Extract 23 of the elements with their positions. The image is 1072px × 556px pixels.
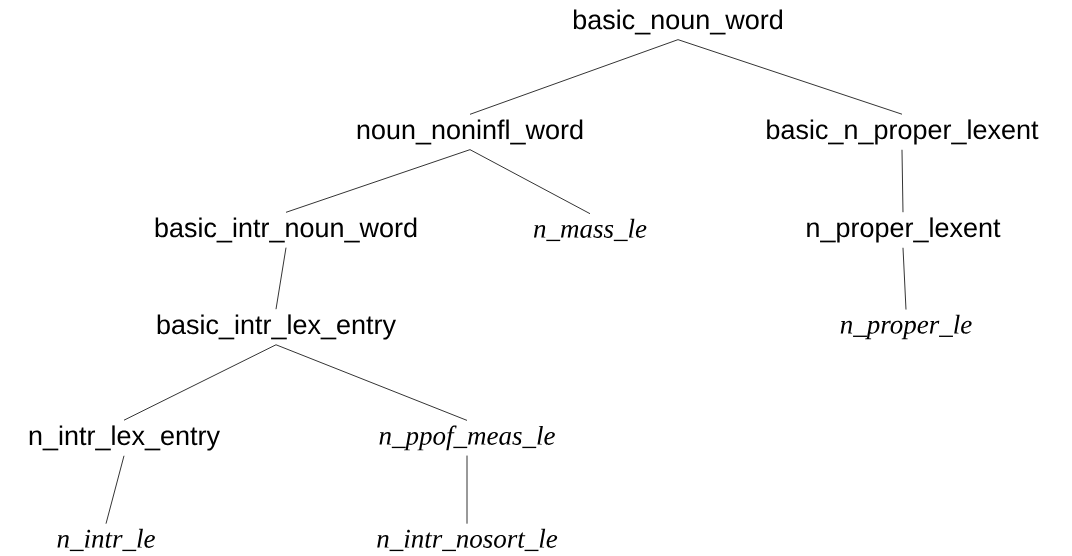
leaf-type-label: n_proper_le (840, 314, 972, 340)
type-label: basic_noun_word (573, 9, 783, 35)
leaf-type-label: n_mass_le (533, 218, 647, 242)
tree-branch (466, 455, 468, 525)
tree-branch (123, 344, 277, 421)
tree-branch (902, 247, 907, 310)
tree-branch (105, 455, 125, 525)
tree-branch (469, 149, 591, 215)
type-label: basic_n_proper_lexent (767, 119, 1039, 145)
tree-branch (469, 39, 679, 115)
tree-branch (285, 149, 471, 213)
type-label: basic_intr_noun_word (155, 217, 417, 243)
type-label: basic_intr_lex_entry (157, 314, 396, 340)
type-label: n_intr_lex_entry (29, 425, 220, 451)
leaf-type-label: n_intr_le (57, 528, 155, 552)
tree-branch (275, 247, 287, 310)
tree-branch (901, 149, 904, 213)
leaf-type-label: n_intr_nosort_le (377, 528, 558, 552)
tree-branch (275, 344, 468, 421)
leaf-type-label: n_ppof_meas_le (379, 425, 555, 451)
type-label: noun_noninfl_word (357, 119, 583, 145)
type-label: n_proper_lexent (807, 217, 1001, 243)
tree-branch (677, 39, 903, 115)
